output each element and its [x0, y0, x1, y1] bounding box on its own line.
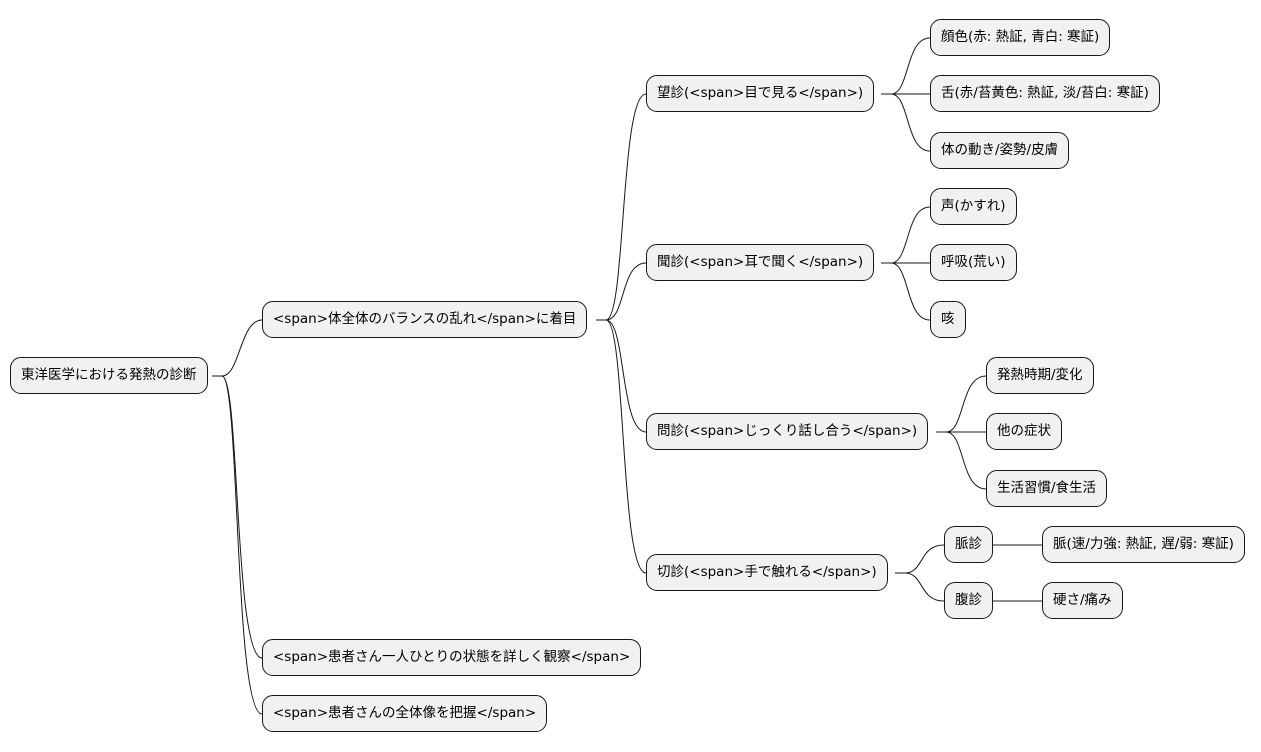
branch-focus-label: <span>体全体のバランスの乱れ</span>に着目 [273, 311, 577, 327]
connector-bun-3 [881, 262, 931, 321]
connector-root-grasp [212, 375, 263, 715]
bun-item-label: 咳 [941, 311, 955, 327]
connector-focus-bun [596, 262, 647, 321]
bun-item-label: 声(かすれ) [941, 198, 1006, 214]
root-node[interactable]: 東洋医学における発熱の診断 [10, 357, 208, 394]
bo-item-node[interactable]: 顔色(赤: 熱証, 青白: 寒証) [930, 19, 1111, 56]
method-mon-node[interactable]: 問診(<span>じっくり話し合う</span>) [646, 413, 929, 450]
branch-observe-node[interactable]: <span>患者さん一人ひとりの状態を詳しく観察</span> [262, 639, 642, 676]
pulse-detail-label: 脈(速/力強: 熱証, 遅/弱: 寒証) [1053, 536, 1234, 552]
connector-mon-3 [936, 431, 987, 490]
connector-mon-1 [936, 375, 987, 433]
connector-bo-1 [881, 37, 931, 95]
branch-focus-node[interactable]: <span>体全体のバランスの乱れ</span>に着目 [262, 301, 588, 338]
pulse-detail-node[interactable]: 脈(速/力強: 熱証, 遅/弱: 寒証) [1042, 526, 1245, 563]
method-bo-node[interactable]: 望診(<span>目で見る</span>) [646, 75, 875, 112]
bun-item-node[interactable]: 呼吸(荒い) [930, 244, 1017, 281]
branch-observe-label: <span>患者さん一人ひとりの状態を詳しく観察</span> [273, 649, 631, 665]
mon-item-node[interactable]: 他の症状 [986, 413, 1062, 450]
mon-item-label: 発熱時期/変化 [997, 367, 1083, 383]
abdomen-detail-node[interactable]: 硬さ/痛み [1042, 582, 1123, 619]
method-setsu-node[interactable]: 切診(<span>手で触れる</span>) [646, 554, 888, 591]
method-bo-label: 望診(<span>目で見る</span>) [657, 85, 864, 101]
bun-item-label: 呼吸(荒い) [941, 254, 1006, 270]
connector-focus-bo [596, 93, 647, 321]
mon-item-node[interactable]: 生活習慣/食生活 [986, 470, 1108, 507]
abdomen-detail-label: 硬さ/痛み [1053, 592, 1112, 608]
bun-item-node[interactable]: 声(かすれ) [930, 188, 1017, 225]
mon-item-label: 生活習慣/食生活 [997, 480, 1097, 496]
setsu-abdomen-label: 腹診 [955, 592, 982, 608]
branch-grasp-label: <span>患者さんの全体像を把握</span> [273, 705, 537, 721]
mon-item-node[interactable]: 発熱時期/変化 [986, 357, 1094, 394]
connector-setsu-2 [895, 572, 945, 602]
setsu-pulse-label: 脈診 [955, 536, 982, 552]
branch-grasp-node[interactable]: <span>患者さんの全体像を把握</span> [262, 695, 548, 732]
method-bun-node[interactable]: 聞診(<span>耳で聞く</span>) [646, 244, 875, 281]
method-bun-label: 聞診(<span>耳で聞く</span>) [657, 254, 864, 270]
connector-setsu-1 [895, 544, 945, 574]
connector-focus-setsu [596, 319, 647, 574]
bun-item-node[interactable]: 咳 [930, 301, 966, 338]
mon-item-label: 他の症状 [997, 423, 1051, 439]
bo-item-node[interactable]: 体の動き/姿勢/皮膚 [930, 132, 1070, 169]
connector-bun-1 [881, 206, 931, 264]
bo-item-label: 顔色(赤: 熱証, 青白: 寒証) [941, 29, 1100, 45]
connector-bo-3 [881, 93, 931, 152]
bo-item-label: 舌(赤/苔黄色: 熱証, 淡/苔白: 寒証) [941, 85, 1149, 101]
setsu-abdomen-node[interactable]: 腹診 [944, 582, 993, 619]
connector-focus-mon [596, 319, 647, 433]
bo-item-label: 体の動き/姿勢/皮膚 [941, 142, 1059, 158]
method-mon-label: 問診(<span>じっくり話し合う</span>) [657, 423, 918, 439]
setsu-pulse-node[interactable]: 脈診 [944, 526, 993, 563]
method-setsu-label: 切診(<span>手で触れる</span>) [657, 564, 877, 580]
root-label: 東洋医学における発熱の診断 [21, 367, 197, 383]
connector-root-focus [212, 319, 263, 377]
bo-item-node[interactable]: 舌(赤/苔黄色: 熱証, 淡/苔白: 寒証) [930, 75, 1160, 112]
